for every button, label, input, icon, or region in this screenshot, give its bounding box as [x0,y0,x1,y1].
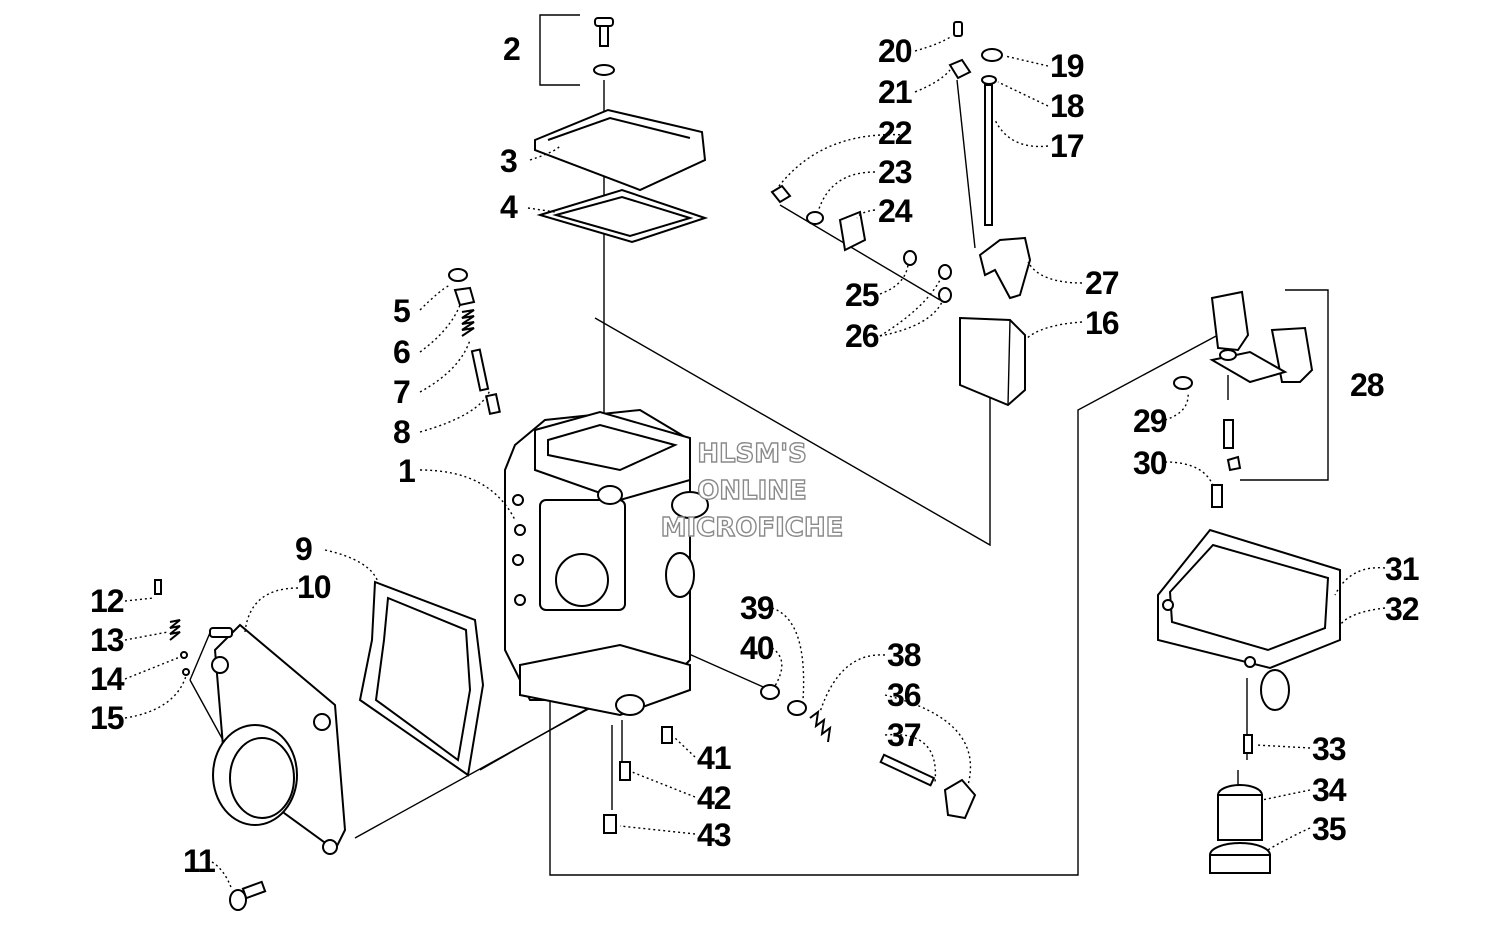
watermark-line-1: HLSM'S [697,439,807,469]
callout-33: 33 [1312,731,1346,767]
callout-4: 4 [500,189,518,225]
callout-14: 14 [90,661,125,697]
callout-36: 36 [887,677,921,713]
callout-brackets [539,14,1329,481]
callout-numbers: 1 2 3 4 5 6 7 8 9 10 11 12 13 14 15 16 1… [90,31,1420,879]
callout-38: 38 [887,637,921,673]
callout-40: 40 [740,630,774,666]
callout-8: 8 [393,414,410,450]
callout-23: 23 [878,154,912,190]
leader-lines [124,35,1386,891]
part-31-32-float-bowl [1157,528,1341,711]
callout-20: 20 [878,33,912,69]
callout-2: 2 [503,31,520,67]
part-30-needle-valve [1223,419,1234,449]
callout-17: 17 [1050,128,1084,164]
part-12-15-needle-spring [154,579,190,676]
callout-5: 5 [393,293,410,329]
part-30-jet [1211,484,1223,508]
callout-6: 6 [393,334,410,370]
callout-15: 15 [90,700,124,736]
part-16-throttle-slide [959,316,1026,407]
watermark-line-2: ONLINE [697,476,807,506]
part-4-gasket [536,188,709,244]
part-20-screw [953,21,963,37]
callout-32: 32 [1385,591,1419,627]
part-23-washer [806,211,824,225]
callout-39: 39 [740,590,774,626]
callout-41: 41 [697,740,731,776]
callout-27: 27 [1085,265,1119,301]
callout-9: 9 [295,531,312,567]
callout-10: 10 [297,569,331,605]
part-36-40-idle-screw [760,684,977,820]
part-21-clip [948,58,972,80]
callout-22: 22 [878,115,912,151]
callout-43: 43 [697,817,731,853]
assembly-lines [189,79,1248,876]
watermark-line-3: MICROFICHE [661,513,844,543]
callout-25: 25 [845,277,879,313]
part-34-35-drain-plug [1209,784,1271,874]
callout-12: 12 [90,583,124,619]
part-26-ring-b [938,287,952,303]
part-41-plug [661,726,673,744]
watermark: HLSM'S ONLINE MICROFICHE [660,438,844,543]
callout-11: 11 [183,843,215,879]
part-9-gasket [358,580,485,777]
callout-37: 37 [887,717,921,753]
callout-19: 19 [1050,48,1084,84]
part-25-ring [903,250,917,266]
callout-35: 35 [1312,811,1346,847]
parts [154,17,1341,911]
callout-34: 34 [1312,772,1347,808]
part-1-carburetor-body [504,408,709,717]
callout-31: 31 [1385,551,1419,587]
part-18-washer [981,75,997,85]
callout-30: 30 [1133,445,1167,481]
part-42-plug [619,761,631,781]
callout-18: 18 [1050,88,1084,124]
callout-13: 13 [90,622,124,658]
callout-7: 7 [393,374,410,410]
callout-16: 16 [1085,305,1119,341]
part-10-intake-adapter [209,623,347,855]
part-26-ring-a [938,264,952,280]
part-22-nut [770,184,792,204]
part-27-lever [978,236,1032,300]
part-17-needle-rod [984,84,993,226]
callout-28: 28 [1350,367,1384,403]
callout-3: 3 [500,143,517,179]
part-30-clip [1226,455,1242,472]
callout-24: 24 [878,193,913,229]
part-11-screw [229,880,267,911]
part-33-jet [1243,734,1253,754]
part-28-float-assembly [1209,290,1314,384]
part-29-oring [1173,376,1193,390]
callout-1: 1 [398,453,415,489]
part-3-top-cover [534,108,707,192]
callout-21: 21 [878,74,912,110]
part-43-plug [603,814,617,834]
part-2-screw-washer [593,17,615,76]
part-24-bracket [838,210,867,252]
part-19-nut [981,48,1003,62]
callout-42: 42 [697,780,731,816]
part-5-8-pilot-screw [448,268,501,416]
callout-26: 26 [845,318,879,354]
callout-29: 29 [1133,403,1167,439]
